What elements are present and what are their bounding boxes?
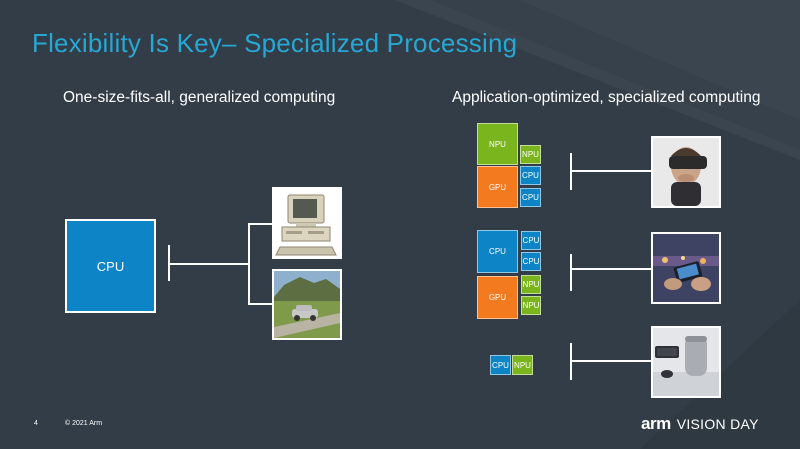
g2-npu-a-chip: NPU: [521, 275, 541, 294]
logo-brand: arm: [641, 414, 671, 433]
logo-tagline: VISION DAY: [676, 416, 759, 432]
g1-cpu-b-label: CPU: [522, 193, 539, 202]
g1-cpu-b-chip: CPU: [520, 188, 541, 207]
car-on-road-photo: [272, 269, 342, 340]
g2-cpu-b-label: CPU: [522, 257, 540, 266]
g2-npu-b-chip: NPU: [521, 296, 541, 315]
slide-title: Flexibility Is Key– Specialized Processi…: [32, 28, 518, 58]
right-subtitle: Application-optimized, specialized compu…: [452, 89, 761, 106]
g1-npu-large-chip: NPU: [477, 123, 518, 165]
g2-cpu-a-label: CPU: [522, 236, 540, 245]
g1-cpu-a-label: CPU: [522, 171, 539, 180]
smart-speaker-photo: [651, 326, 721, 398]
g1-gpu-label: GPU: [488, 182, 507, 192]
generalized-cpu-label: CPU: [96, 258, 125, 274]
g1-npu-large-label: NPU: [489, 139, 506, 149]
g3-npu-chip: NPU: [512, 355, 533, 375]
g1-connector: [571, 170, 651, 172]
smartphone-city-photo: [651, 232, 721, 304]
g2-npu-b-label: NPU: [522, 301, 540, 310]
left-subtitle: One-size-fits-all, generalized computing: [63, 89, 336, 106]
desktop-computer-photo: [272, 187, 342, 259]
g3-connector: [571, 360, 651, 362]
page-number: 4: [34, 420, 38, 427]
arm-vision-day-logo: arm VISION DAY: [641, 414, 759, 434]
g2-connector-cap: [570, 254, 572, 291]
vr-headset-icon: [653, 138, 719, 206]
g3-cpu-label: CPU: [492, 360, 509, 370]
g2-cpu-large-label: CPU: [489, 247, 506, 256]
copyright-text: © 2021 Arm: [65, 420, 103, 427]
smart-speaker-icon: [653, 328, 719, 396]
g2-npu-a-label: NPU: [522, 280, 540, 289]
g2-gpu-label: GPU: [488, 293, 507, 302]
generalized-cpu-block: CPU: [65, 219, 156, 313]
smartphone-city-icon: [653, 234, 719, 302]
connector-horizontal: [169, 263, 249, 265]
g2-gpu-chip: GPU: [477, 276, 518, 319]
connector-branch-bottom: [248, 303, 272, 305]
g2-cpu-large-chip: CPU: [477, 230, 518, 273]
g1-cpu-a-chip: CPU: [520, 166, 541, 185]
car-landscape-icon: [274, 271, 340, 338]
g2-connector: [571, 268, 651, 270]
g2-cpu-b-chip: CPU: [521, 252, 541, 271]
connector-branch-vertical: [248, 223, 250, 304]
g3-npu-label: NPU: [514, 360, 531, 370]
g1-npu-small-label: NPU: [522, 150, 539, 159]
connector-branch-top: [248, 223, 272, 225]
g1-npu-small-chip: NPU: [520, 145, 541, 164]
g3-cpu-chip: CPU: [490, 355, 511, 375]
desktop-computer-icon: [275, 194, 337, 256]
g1-gpu-chip: GPU: [477, 166, 518, 208]
vr-headset-user-photo: [651, 136, 721, 208]
g2-cpu-a-chip: CPU: [521, 231, 541, 250]
